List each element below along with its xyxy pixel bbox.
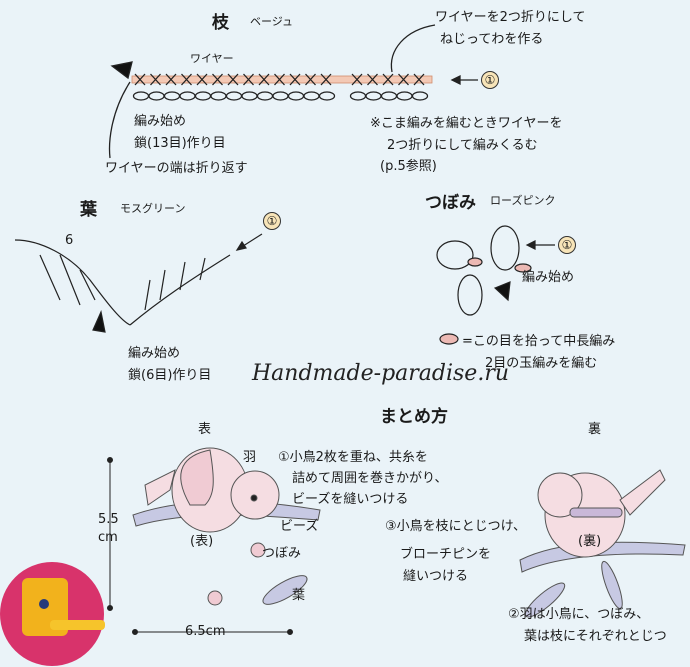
- step3-line2: ブローチピンを: [400, 547, 492, 562]
- chain-stitch: [132, 91, 150, 101]
- branch-color: ベージュ: [250, 15, 294, 28]
- step3-line1: ③小鳥を枝にとじつけ、: [385, 519, 527, 534]
- chain-stitch: [179, 91, 196, 101]
- single-crochet-stitch: [196, 73, 208, 86]
- step1-line1: ①小鳥2枚を重ね、共糸を: [278, 450, 428, 465]
- leaf-color: モスグリーン: [120, 202, 186, 215]
- step1-line2: 詰めて周囲を巻きかがり、: [292, 471, 448, 486]
- single-crochet-stitch: [367, 73, 378, 86]
- step3-line3: 縫いつける: [403, 569, 469, 584]
- back-bird-illustration: [519, 469, 686, 618]
- single-crochet-stitch: [320, 73, 332, 86]
- bud-chart: [436, 225, 555, 345]
- single-crochet-stitch: [181, 73, 192, 86]
- chain-stitch: [411, 91, 429, 101]
- dimension-lines: [107, 457, 293, 635]
- front-label: 表: [198, 422, 212, 437]
- chain-stitch: [194, 91, 212, 101]
- bud-color: ローズピンク: [490, 194, 556, 207]
- single-crochet-stitch: [398, 73, 409, 86]
- bud-legend-line1: =この目を拾って中長編み: [462, 334, 616, 349]
- chain-stitch: [210, 91, 227, 101]
- branch-title: 枝: [212, 13, 229, 33]
- leaf-count: 6: [65, 233, 74, 248]
- single-crochet-stitch: [351, 73, 363, 86]
- single-crochet-stitch: [382, 73, 394, 86]
- wrap-note-line3: (p.5参照): [380, 159, 437, 174]
- fold-note-line1: ワイヤーを2つ折りにして: [435, 10, 586, 25]
- single-crochet-stitch: [212, 73, 223, 86]
- single-crochet-stitch: [413, 73, 425, 86]
- single-crochet-stitch: [150, 73, 161, 86]
- step2-line2: 葉は枝にそれぞれとじつ: [524, 629, 667, 644]
- single-crochet-stitch: [243, 73, 254, 86]
- single-crochet-stitch: [165, 73, 177, 86]
- leaf-title: 葉: [80, 200, 97, 220]
- wing-label: 羽: [243, 450, 257, 465]
- chain-stitch: [349, 91, 367, 101]
- chain-stitch: [365, 91, 382, 101]
- branch-start-label: 編み始め: [134, 114, 187, 129]
- branch-chain-label: 鎖(13目)作り目: [134, 136, 226, 151]
- single-crochet-stitch: [289, 73, 301, 86]
- wire-label: ワイヤー: [190, 52, 234, 65]
- height-value: 5.5: [98, 512, 119, 527]
- chain-stitch: [287, 91, 305, 101]
- chain-stitch: [272, 91, 289, 101]
- chain-stitch: [396, 91, 413, 101]
- leaf-chart: [14, 233, 263, 333]
- bud-title: つぼみ: [425, 193, 476, 213]
- chain-stitch: [148, 91, 165, 101]
- watermark: Handmade-paradise.ru: [252, 361, 510, 386]
- bud-start-label: 編み始め: [522, 270, 575, 285]
- single-crochet-stitch: [258, 73, 270, 86]
- back-body-label: (裏): [578, 534, 602, 549]
- bud-row-marker: ①: [558, 236, 576, 254]
- bead-label: ビーズ: [280, 519, 319, 534]
- wrap-note-line2: 2つ折りにして編みくるむ: [387, 138, 538, 153]
- width-value: 6.5cm: [185, 624, 226, 639]
- single-crochet-stitch: [274, 73, 285, 86]
- branch-chart: [108, 24, 478, 159]
- leaf-start-label: 編み始め: [128, 346, 181, 361]
- wire-end-note: ワイヤーの端は折り返す: [105, 161, 248, 176]
- chain-stitch: [380, 91, 398, 101]
- step2-line1: ②羽は小鳥に、つぼみ、: [508, 607, 650, 622]
- leaf-chain-label: 鎖(6目)作り目: [128, 368, 212, 383]
- branch-row-marker: ①: [481, 71, 499, 89]
- chain-stitch: [303, 91, 320, 101]
- bud-part-label: つぼみ: [262, 546, 302, 561]
- assembly-title: まとめ方: [380, 407, 448, 427]
- leaf-row-marker: ①: [263, 212, 281, 230]
- single-crochet-stitch: [134, 73, 146, 86]
- fold-note-line2: ねじってわを作る: [440, 32, 544, 47]
- front-body-label: (表): [190, 534, 214, 549]
- bud-legend-line2: 2目の玉編みを編む: [485, 356, 598, 371]
- single-crochet-stitch: [227, 73, 239, 86]
- wrap-note-line1: ※こま編みを編むときワイヤーを: [370, 116, 563, 131]
- chain-stitch: [256, 91, 274, 101]
- height-unit: cm: [98, 530, 118, 545]
- chain-stitch: [225, 91, 243, 101]
- chain-stitch: [163, 91, 181, 101]
- chain-stitch: [318, 91, 336, 101]
- mascot-badge-icon: [0, 562, 105, 666]
- step1-line3: ビーズを縫いつける: [292, 492, 409, 507]
- back-label: 裏: [588, 422, 602, 437]
- front-bird-illustration: [132, 447, 321, 606]
- chain-stitch: [241, 91, 258, 101]
- leaf-part-label: 葉: [292, 588, 306, 603]
- single-crochet-stitch: [305, 73, 316, 86]
